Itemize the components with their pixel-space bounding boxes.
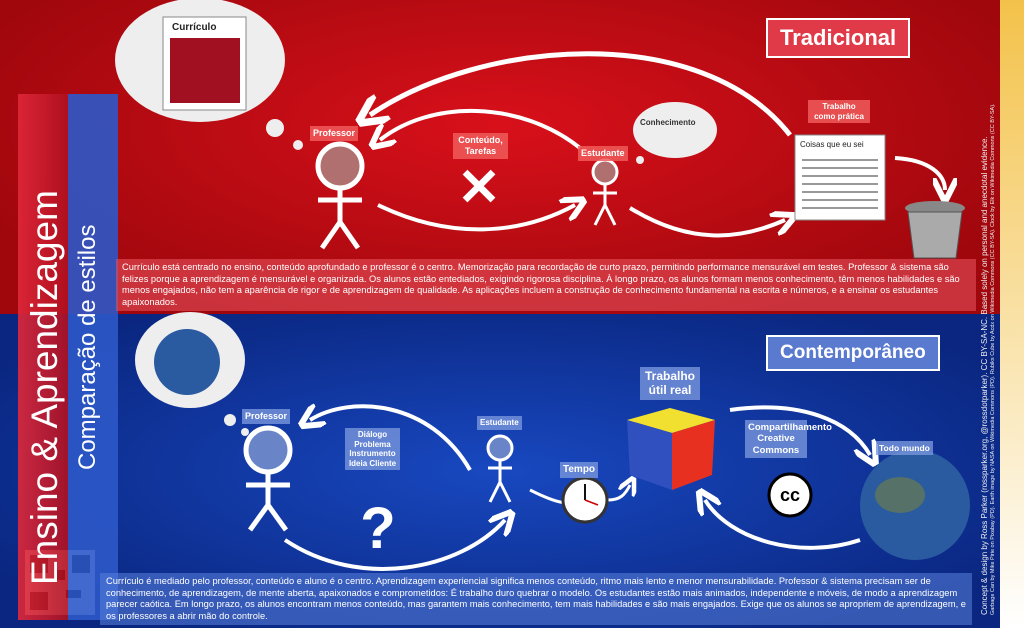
- work-practice-label: Trabalho como prática: [808, 100, 870, 124]
- student-label-contemporary: Estudante: [477, 416, 522, 430]
- arrow-student-to-professor-contemporary: [310, 406, 472, 471]
- professor-label: Professor: [310, 126, 359, 141]
- document-lines: [802, 159, 878, 209]
- credits: Concept & design by Ross Parker (rosspar…: [980, 35, 998, 615]
- knowledge-label: Conhecimento: [640, 118, 696, 127]
- arrow-work-to-professor: [370, 51, 792, 137]
- arrow-time-to-work: [607, 485, 630, 502]
- x-icon: ✕: [457, 159, 501, 217]
- credit-line-1: Concept & design by Ross Parker (rosspar…: [980, 136, 989, 615]
- traditional-description: Currículo está centrado no ensino, conte…: [116, 259, 976, 312]
- cc-text: cc: [779, 485, 801, 505]
- diagram-graphics: ✕ ?: [30, 0, 970, 610]
- earth-icon: [860, 450, 970, 560]
- arrow-everyone-to-work: [705, 500, 861, 550]
- sharing-label: Compartilhamento Creative Commons: [745, 420, 832, 459]
- professor-figure-contemporary: [243, 425, 293, 532]
- side-title-sub: Comparação de estilos: [74, 224, 101, 470]
- rubiks-cube-icon: [627, 408, 715, 490]
- contemporary-title: Contemporâneo: [766, 335, 940, 371]
- side-title-panel: [18, 94, 118, 620]
- arrow-work-to-trash: [894, 156, 945, 190]
- curriculum-label: Currículo: [172, 22, 217, 33]
- professor-label-contemporary: Professor: [242, 409, 291, 424]
- professor-figure-traditional: [315, 141, 365, 250]
- trash-can-icon: [905, 201, 965, 259]
- contemporary-description: Currículo é mediado pelo professor, cont…: [100, 573, 972, 626]
- dialog-label: Diálogo Problema Instrumento Ideia Clien…: [345, 428, 400, 471]
- arrow-student-to-work: [628, 206, 785, 238]
- side-title-main: Ensino & Aprendizagem: [24, 190, 65, 585]
- work-document-text: Coisas que eu sei: [800, 140, 864, 149]
- thought-cloud-knowledge: [633, 102, 717, 164]
- creative-commons-icon: [767, 472, 813, 518]
- student-figure-contemporary: [486, 434, 514, 503]
- page-edge: [1000, 0, 1024, 628]
- student-figure-traditional: [591, 158, 619, 226]
- question-mark-icon: ?: [360, 496, 395, 561]
- arrow-professor-to-student: [377, 205, 575, 232]
- arrow-student-to-professor: [380, 109, 582, 148]
- traditional-title: Tradicional: [766, 18, 911, 58]
- content-tasks-label: Conteúdo, Tarefas: [453, 133, 508, 159]
- arrow-professor-to-student-contemporary: [283, 520, 505, 571]
- curriculum-grid: [170, 38, 240, 103]
- everyone-label: Todo mundo: [876, 441, 933, 456]
- clock-icon: [561, 476, 609, 524]
- credit-line-2: Garbage Can by Mike Pirie on Pixabay (PD…: [990, 103, 997, 615]
- real-work-label: Trabalho útil real: [640, 367, 700, 400]
- time-label: Tempo: [560, 462, 599, 478]
- student-label: Estudante: [578, 146, 628, 161]
- work-document: [794, 134, 886, 221]
- arrow-work-to-everyone: [729, 405, 870, 455]
- thought-cloud-earth: [135, 312, 249, 436]
